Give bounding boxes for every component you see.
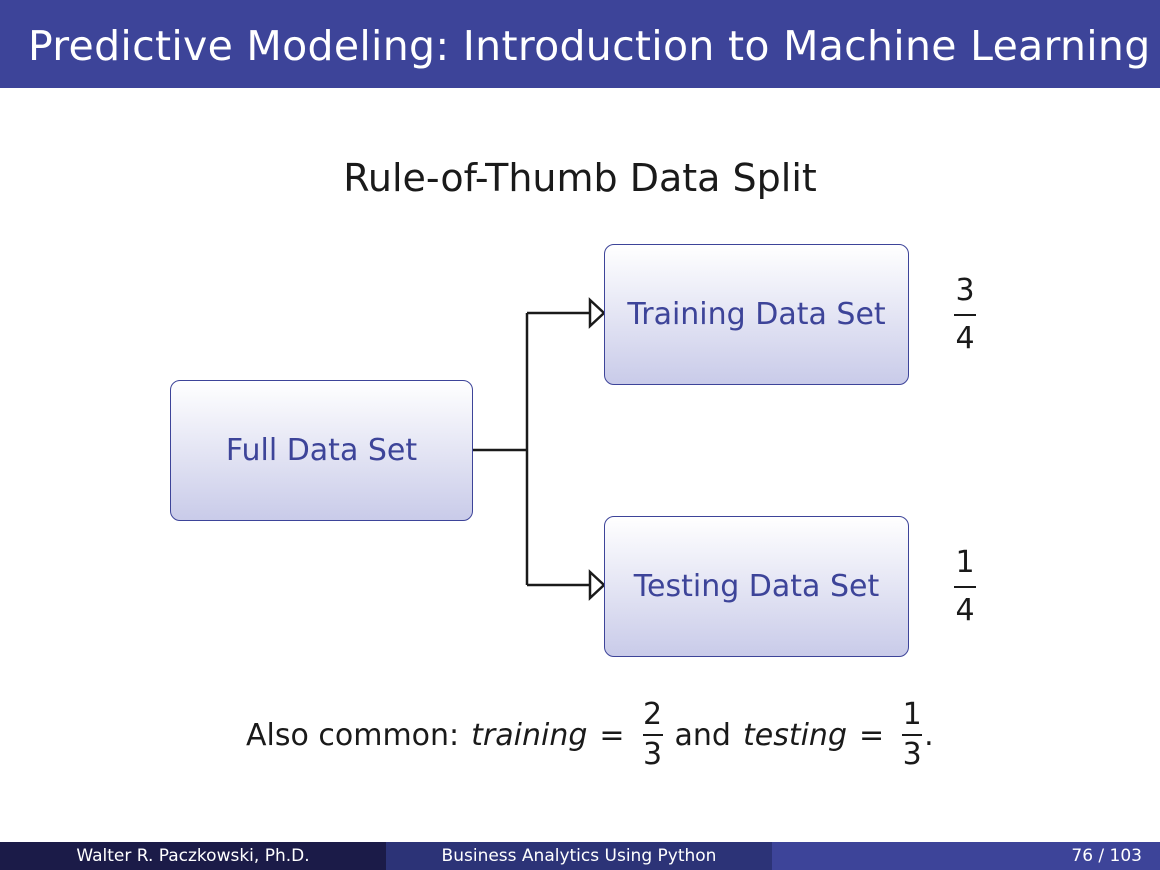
slide-title: Predictive Modeling: Introduction to Mac…	[28, 22, 1151, 70]
full-data-set-label: Full Data Set	[225, 433, 418, 468]
training-data-set-label: Training Data Set	[627, 297, 886, 332]
footnote-testing-denominator: 3	[902, 736, 922, 772]
footnote: Also common: training = 2 3 and testing …	[246, 690, 934, 780]
footer-author: Walter R. Paczkowski, Ph.D.	[76, 846, 310, 866]
title-bar: Predictive Modeling: Introduction to Mac…	[0, 0, 1160, 88]
testing-fraction-numerator: 1	[955, 545, 975, 580]
footnote-equals-2: =	[859, 717, 885, 753]
footnote-testing-word: testing	[742, 717, 847, 753]
footer-page-section: 76 / 103	[772, 842, 1160, 870]
footnote-prefix: Also common:	[246, 717, 460, 753]
arrowhead-testing	[588, 569, 606, 601]
fraction-bar	[642, 734, 663, 736]
footnote-training-word: training	[471, 717, 588, 753]
slide-heading: Rule-of-Thumb Data Split	[343, 156, 817, 200]
footnote-equals-1: =	[599, 717, 625, 753]
footer-course: Business Analytics Using Python	[441, 846, 717, 866]
footnote-testing-numerator: 1	[902, 697, 922, 733]
footnote-testing-fraction: 1 3	[902, 697, 923, 772]
full-data-set-box: Full Data Set	[170, 380, 473, 521]
footer: Walter R. Paczkowski, Ph.D. Business Ana…	[0, 842, 1160, 870]
training-fraction: 3 4	[945, 274, 985, 356]
testing-fraction: 1 4	[945, 546, 985, 628]
testing-fraction-denominator: 4	[955, 592, 975, 628]
training-data-set-box: Training Data Set	[604, 244, 909, 385]
testing-data-set-label: Testing Data Set	[633, 569, 880, 604]
arrowhead-training	[588, 297, 606, 329]
training-fraction-denominator: 4	[955, 320, 975, 356]
fraction-bar	[954, 314, 976, 316]
testing-data-set-box: Testing Data Set	[604, 516, 909, 657]
footer-course-section: Business Analytics Using Python	[386, 842, 772, 870]
training-fraction-numerator: 3	[955, 273, 975, 308]
footer-page-number: 76 / 103	[1071, 846, 1142, 866]
footnote-training-numerator: 2	[642, 697, 663, 733]
footer-author-section: Walter R. Paczkowski, Ph.D.	[0, 842, 386, 870]
footnote-training-denominator: 3	[642, 736, 663, 772]
footnote-training-fraction: 2 3	[642, 697, 663, 772]
fraction-bar	[954, 586, 976, 588]
fraction-bar	[902, 734, 923, 736]
footnote-and: and	[674, 717, 731, 753]
footnote-period: .	[924, 717, 934, 753]
